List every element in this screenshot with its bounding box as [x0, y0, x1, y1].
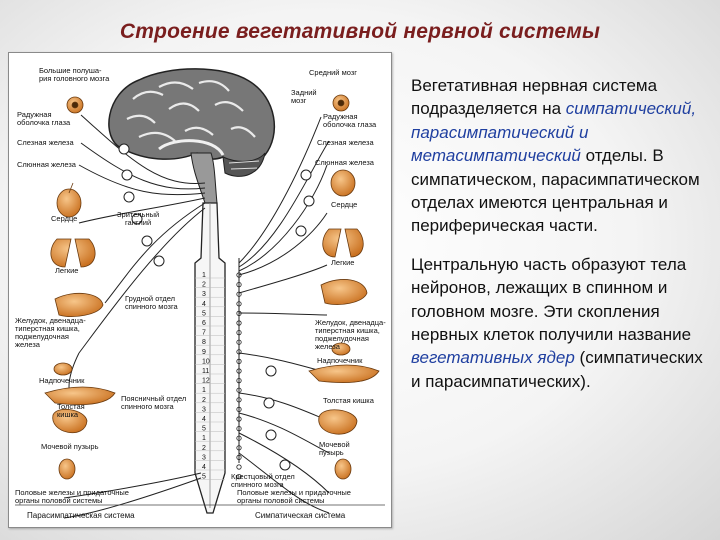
label-right-salivary: Слюнная железа — [315, 159, 374, 167]
segment-number: 9 — [202, 349, 206, 356]
left-genitals-icon — [59, 459, 75, 479]
segment-number: 10 — [202, 358, 210, 365]
segment-number: 3 — [202, 291, 206, 298]
label-right-colon: Толстая кишка — [323, 397, 374, 405]
segment-number: 1 — [202, 387, 206, 394]
segment-number: 8 — [202, 339, 206, 346]
label-left-ciliary: Зрительный ганглий — [117, 211, 159, 227]
paragraph2-text-start: Центральную часть образуют тела нейронов… — [411, 255, 691, 344]
right-organs — [309, 95, 379, 479]
label-lumbar: Поясничный отдел спинного мозга — [121, 395, 186, 411]
sympathetic-ganglia — [264, 170, 314, 470]
label-sacral: Крестцовый отдел спинного мозга — [231, 473, 295, 489]
right-colon-icon — [309, 365, 379, 383]
segment-number: 1 — [202, 435, 206, 442]
label-left-adrenal: Надпочечник — [39, 377, 84, 385]
sympathetic-chain-node — [237, 465, 241, 469]
label-right-hindbrain: Задний мозг — [291, 89, 317, 105]
left-stomach-icon — [55, 293, 103, 316]
label-thoracic: Грудной отдел спинного мозга — [125, 295, 178, 311]
segment-number: 2 — [202, 282, 206, 289]
label-left-stomach: Желудок, двенадца- типерстная кишка, под… — [15, 317, 86, 349]
segment-number: 5 — [202, 474, 206, 481]
label-right-stomach: Желудок, двенадца- типерстная кишка, под… — [315, 319, 386, 351]
paragraph2-highlight: вегетативных ядер — [411, 348, 575, 367]
segment-number: 4 — [202, 301, 206, 308]
segment-number: 2 — [202, 445, 206, 452]
label-right-genitals: Половые железы и придаточные органы поло… — [237, 489, 351, 505]
spinal-cord — [195, 203, 225, 513]
segment-number: 3 — [202, 454, 206, 461]
label-right-lacrimal: Слезная железа — [317, 139, 374, 147]
brain — [109, 69, 274, 203]
paragraph-central-part: Центральную часть образуют тела нейронов… — [411, 253, 707, 393]
label-right-iris: Радужная оболочка глаза — [323, 113, 376, 129]
label-left-bladder: Мочевой пузырь — [41, 443, 98, 451]
caption-sympathetic: Симпатическая система — [255, 511, 345, 520]
label-left-iris: Радужная оболочка глаза — [17, 111, 70, 127]
segment-number: 6 — [202, 320, 206, 327]
paragraph-divisions: Вегетативная нервная система подразделяе… — [411, 74, 707, 238]
right-genitals-icon — [335, 459, 351, 479]
left-adrenal-icon — [54, 363, 72, 375]
label-left-lungs: Легкие — [55, 267, 78, 275]
left-lungs-icon — [51, 239, 95, 267]
caption-parasympathetic: Парасимпатическая система — [27, 511, 135, 520]
left-organs — [45, 97, 115, 479]
parasympathetic-ganglia — [119, 144, 164, 266]
segment-number: 4 — [202, 464, 206, 471]
label-right-lungs: Легкие — [331, 259, 354, 267]
label-right-adrenal: Надпочечник — [317, 357, 362, 365]
left-heart-icon — [57, 189, 81, 217]
segment-number: 4 — [202, 416, 206, 423]
sympathetic-pathways — [239, 117, 329, 513]
segment-number: 7 — [202, 330, 206, 337]
segment-number: 1 — [202, 272, 206, 279]
label-right-bladder: Мочевой пузырь — [319, 441, 350, 457]
slide-title: Строение вегетативной нервной системы — [0, 20, 720, 44]
right-stomach-icon — [321, 279, 367, 304]
label-right-heart: Сердце — [331, 201, 357, 209]
label-left-lacrimal: Слезная железа — [17, 139, 74, 147]
segment-number: 5 — [202, 310, 206, 317]
segment-number: 11 — [202, 368, 209, 375]
label-left-hemispheres: Большие полуша- рия головного мозга — [39, 67, 109, 83]
segment-number: 12 — [202, 378, 210, 385]
right-heart-icon — [331, 170, 355, 196]
segment-number: 2 — [202, 397, 206, 404]
segment-number: 3 — [202, 406, 206, 413]
label-left-salivary: Слюнная железа — [17, 161, 76, 169]
segment-number: 5 — [202, 426, 206, 433]
label-right-midbrain: Средний мозг — [309, 69, 357, 77]
label-left-genitals: Половые железы и придаточные органы поло… — [15, 489, 129, 505]
label-left-colon: Толстая кишка — [57, 403, 85, 419]
right-bladder-icon — [319, 410, 357, 434]
description-text: Вегетативная нервная система подразделяе… — [411, 74, 707, 408]
label-left-heart: Сердце — [51, 215, 77, 223]
right-lungs-icon — [323, 229, 364, 257]
